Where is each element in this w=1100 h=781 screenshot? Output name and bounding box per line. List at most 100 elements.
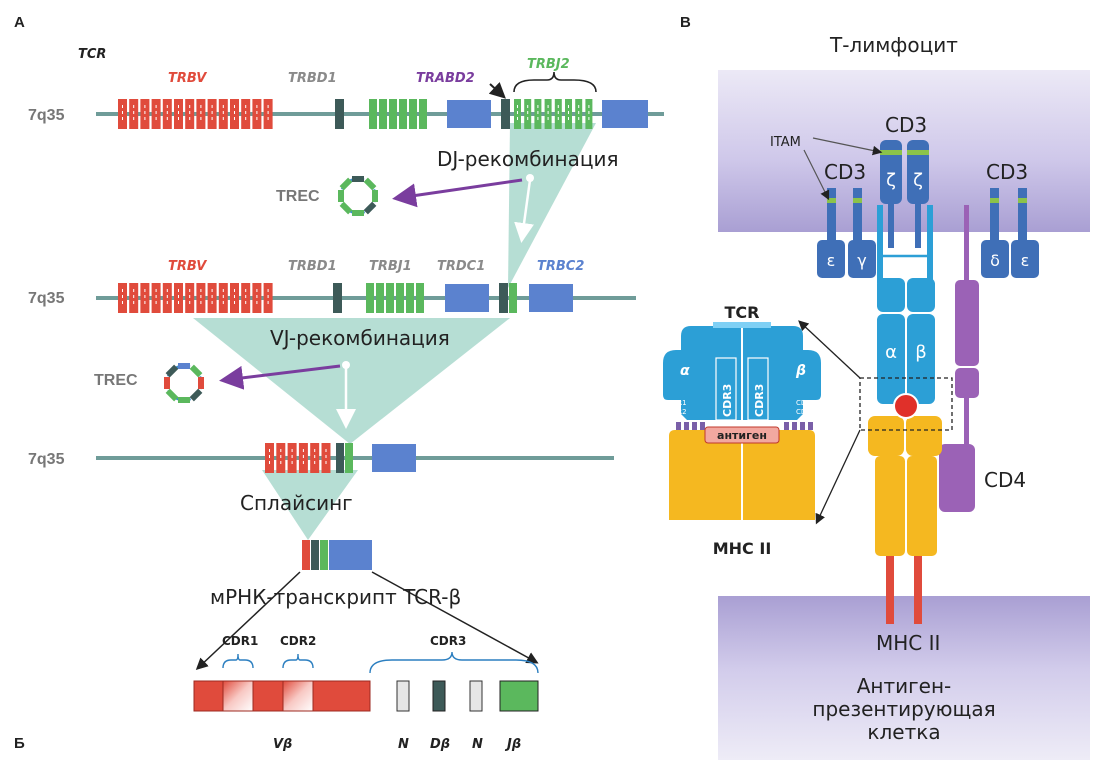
gamma-label: γ <box>857 251 866 270</box>
inset-cdr2-left: CDR2 <box>667 408 687 416</box>
mhc-ii-bottom-label: MHC II <box>876 631 940 655</box>
contact-residue <box>792 422 797 430</box>
panel-label-v: В <box>680 14 691 31</box>
dbeta-label: Dβ <box>430 737 450 752</box>
trbd1-segment <box>335 99 344 129</box>
rearranged-d-segment <box>336 443 344 473</box>
dbeta-segment <box>432 680 446 712</box>
trec-segment <box>198 377 204 389</box>
cd3-delta-epsilon <box>981 188 1039 278</box>
cd3-right-label: CD3 <box>986 160 1028 184</box>
trec-segment <box>178 363 190 369</box>
locus-label-2: 7q35 <box>28 290 65 307</box>
jbeta-segment <box>499 680 539 712</box>
inset-cdr1-right: CDR1 <box>796 399 816 407</box>
gene-segment <box>399 99 407 129</box>
gene-segment <box>409 99 417 129</box>
trabd2-label: TRABD2 <box>416 71 475 86</box>
rearranged-c-segment <box>372 444 416 472</box>
cd4-coreceptor <box>939 205 979 512</box>
trbj2-remnant <box>509 283 517 313</box>
cd3-zeta-dimer <box>880 140 929 248</box>
cd3-top-label: CD3 <box>885 113 927 137</box>
trec-segment <box>165 388 179 402</box>
cd4-label: CD4 <box>984 468 1026 492</box>
gene-segment <box>396 283 404 313</box>
trec-circle-2 <box>164 363 204 403</box>
vbeta-label: Vβ <box>273 737 292 752</box>
trbc2-segment <box>602 100 648 128</box>
itam-label: ITAM <box>770 135 801 150</box>
zoom-arrow-down <box>815 429 861 525</box>
inset-cdr2-right: CDR2 <box>796 408 816 416</box>
trec-arrow-1 <box>392 178 523 208</box>
trec-segment <box>189 388 203 402</box>
trbv-segments-1 <box>118 99 273 129</box>
trec-label-1: TREC <box>276 188 320 205</box>
itam-arrow-1 <box>812 137 883 156</box>
trec-segment <box>372 190 378 202</box>
n2-label: N <box>472 737 483 752</box>
contact-residue <box>684 422 689 430</box>
gene-segment <box>366 283 374 313</box>
trbj1-segments-2 <box>366 283 424 313</box>
trbd2-segment <box>501 99 510 129</box>
trec-segment <box>165 364 179 378</box>
contact-residue <box>676 422 681 430</box>
alpha-chain-label: α <box>885 342 897 363</box>
cdr3-brace <box>369 651 539 674</box>
rearranged-j-segment <box>345 443 353 473</box>
zoom-box <box>859 377 953 431</box>
trbj1-label: TRBJ1 <box>369 259 412 274</box>
panel-label-a: А <box>14 14 25 31</box>
mhc-ii-molecule <box>868 416 942 624</box>
trbc1-segment <box>447 100 491 128</box>
beta-chain-label: β <box>915 342 927 363</box>
cdr2-brace <box>282 653 314 669</box>
jbeta-label: Jβ <box>504 737 521 752</box>
zoom-arrow-right <box>371 571 539 664</box>
zoom-arrow-left <box>195 571 301 671</box>
zeta-label-1: ζ <box>886 170 896 191</box>
n2-segment <box>469 680 483 712</box>
delta-label: δ <box>990 251 1000 270</box>
trec-segment <box>352 176 364 182</box>
dj-down-arrow <box>514 179 534 243</box>
trbv-label-2: TRBV <box>168 259 207 274</box>
tcr-pmhc-inset <box>663 322 821 520</box>
trbd1-label-2: TRBD1 <box>288 259 337 274</box>
rearranged-v-segments <box>265 443 331 473</box>
cdr1-label: CDR1 <box>222 634 258 648</box>
inset-cdr1-left: CDR1 <box>667 399 687 407</box>
cdr3-label: CDR3 <box>430 634 466 648</box>
trec-arrow-2 <box>219 364 341 390</box>
trbj2-segments <box>514 99 593 129</box>
splicing-label: Сплайсинг <box>240 491 353 515</box>
trbj2-label: TRBJ2 <box>527 57 570 72</box>
contact-residue <box>692 422 697 430</box>
trbc2-segment-2 <box>529 284 573 312</box>
inset-alpha-label: α <box>680 363 690 379</box>
trec-segment <box>178 397 190 403</box>
inset-beta-label: β <box>795 363 806 379</box>
epsilon-label-right: ε <box>1021 251 1030 270</box>
t-lymphocyte-label: Т-лимфоцит <box>829 33 958 57</box>
cd3-left-label: CD3 <box>824 160 866 184</box>
trdc1-label: TRDC1 <box>437 259 485 274</box>
trec-segment <box>339 201 353 215</box>
trec-segment <box>164 377 170 389</box>
cdr2-label: CDR2 <box>280 634 316 648</box>
apc-membrane <box>718 596 1090 760</box>
cdr2-region <box>282 680 314 712</box>
dj-funnel <box>508 123 596 288</box>
trabd2-arrow <box>488 81 506 99</box>
tcr-title: TCR <box>78 47 106 62</box>
n1-label: N <box>398 737 409 752</box>
epsilon-label-left: ε <box>827 251 836 270</box>
gene-segment <box>376 283 384 313</box>
gene-segment <box>416 283 424 313</box>
gene-segment <box>389 99 397 129</box>
trbd1-segment-2 <box>333 283 342 313</box>
apc-label-line-2: презентирующая <box>812 697 995 721</box>
itam-arrow-2 <box>803 149 830 201</box>
